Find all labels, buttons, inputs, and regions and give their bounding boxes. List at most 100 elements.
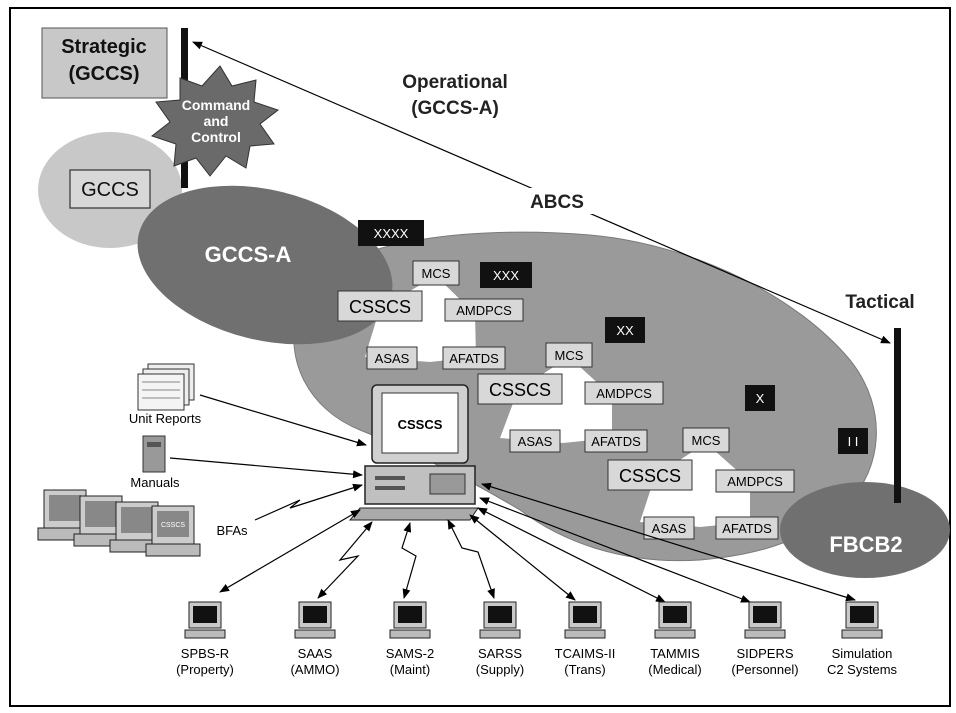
system-terminal: TAMMIS(Medical) (648, 601, 702, 677)
echelon-label: XX (616, 323, 634, 338)
manuals-label: Manuals (130, 475, 180, 490)
amdpcs-label: AMDPCS (596, 386, 652, 401)
saas-link (317, 521, 373, 599)
operational-sublabel: (GCCS-A) (411, 98, 499, 119)
echelon-label: XXX (493, 268, 519, 283)
amdpcs-box (444, 298, 524, 322)
terminal-screen (488, 606, 512, 623)
unit-reports-icon (137, 363, 195, 411)
terminal-keyboard (654, 629, 696, 639)
bfas-link (254, 483, 363, 521)
system-terminal: SIDPERS(Personnel) (731, 601, 799, 677)
mcs-label: MCS (555, 348, 584, 363)
echelon-label: X (756, 391, 765, 406)
afatds-box (584, 429, 648, 453)
asas-label: ASAS (375, 351, 410, 366)
system-sub-label: (Supply) (476, 662, 524, 677)
terminal-screen (303, 606, 327, 623)
fbcb2-ellipse (780, 482, 950, 578)
terminal-keyboard (564, 629, 606, 639)
bfa-computers-icon (37, 489, 201, 557)
terminal-screen (398, 606, 422, 623)
amdpcs-label: AMDPCS (456, 303, 512, 318)
and-label: and (204, 113, 229, 129)
cssc-box (337, 290, 423, 322)
terminal-screen (573, 606, 597, 623)
afatds-label: AFATDS (591, 434, 641, 449)
system-sub-label: (AMMO) (290, 662, 339, 677)
system-name-label: SIDPERS (736, 646, 793, 661)
sams-2-link (401, 522, 417, 599)
gccs-box (69, 169, 151, 209)
cssc-label: CSSCS (619, 466, 681, 486)
computer-screen-label: CSSCS (398, 417, 443, 432)
asas-label: ASAS (518, 434, 553, 449)
manuals-arrow (169, 457, 363, 479)
amdpcs-box (584, 381, 664, 405)
asas-box (509, 429, 561, 453)
cssc-box (477, 373, 563, 405)
afatds-label: AFATDS (722, 521, 772, 536)
system-sub-label: (Personnel) (731, 662, 798, 677)
cssc-label: CSSCS (349, 297, 411, 317)
system-terminal: SARSS(Supply) (476, 601, 524, 677)
terminal-keyboard (294, 629, 336, 639)
cssc-computer-icon (348, 384, 479, 521)
mcs-box (682, 427, 730, 453)
mcs-label: MCS (692, 433, 721, 448)
sarss-link (447, 519, 495, 599)
terminal-keyboard (744, 629, 786, 639)
fbcb2-label: FBCB2 (829, 532, 902, 557)
echelon-badge (605, 317, 645, 343)
terminal-screen (193, 606, 217, 623)
system-terminal: SAMS-2(Maint) (386, 601, 434, 677)
terminal-keyboard (841, 629, 883, 639)
mcs-box (412, 260, 460, 286)
echelon-badge (838, 428, 868, 454)
control-label: Control (191, 129, 241, 145)
bfa-screen-label: CSSCS (161, 522, 185, 529)
echelon-badge (480, 262, 532, 288)
system-name-label: SAAS (298, 646, 333, 661)
system-name-label: SPBS-R (181, 646, 229, 661)
system-terminal: TCAIMS-II(Trans) (555, 601, 615, 677)
strategic-sublabel: (GCCS) (68, 63, 139, 85)
tactical-bar (894, 328, 901, 503)
strategic-label: Strategic (61, 36, 147, 58)
system-name-label: TAMMIS (650, 646, 700, 661)
system-sub-label: (Trans) (564, 662, 605, 677)
amdpcs-label: AMDPCS (727, 474, 783, 489)
command-control-starburst (150, 65, 280, 177)
systems-row: SPBS-R(Property)SAAS(AMMO)SAMS-2(Maint)S… (176, 601, 898, 677)
tactical-label: Tactical (845, 292, 914, 313)
echelon-badge (745, 385, 775, 411)
system-name-label: SARSS (478, 646, 522, 661)
system-sub-label: (Property) (176, 662, 234, 677)
echelon-badge (358, 220, 424, 246)
terminal-screen (753, 606, 777, 623)
echelon-label: XXXX (374, 226, 409, 241)
afatds-label: AFATDS (449, 351, 499, 366)
terminal-keyboard (184, 629, 226, 639)
system-name-label: Simulation (832, 646, 893, 661)
system-sub-label: (Maint) (390, 662, 430, 677)
unit-reports-arrow (199, 394, 367, 447)
mcs-label: MCS (422, 266, 451, 281)
command-label: Command (182, 97, 250, 113)
system-name-label: SAMS-2 (386, 646, 434, 661)
operational-label: Operational (402, 72, 508, 93)
mcs-box (545, 342, 593, 368)
strategic-box (41, 27, 168, 99)
system-sub-label: C2 Systems (827, 662, 898, 677)
terminal-keyboard (479, 629, 521, 639)
abcs-label: ABCS (530, 192, 584, 213)
terminal-keyboard (389, 629, 431, 639)
terminal-screen (850, 606, 874, 623)
gccs-a-label: GCCS-A (205, 242, 292, 267)
asas-label: ASAS (652, 521, 687, 536)
terminal-screen (663, 606, 687, 623)
system-terminal: SAAS(AMMO) (290, 601, 340, 677)
system-sub-label: (Medical) (648, 662, 701, 677)
gccs-label: GCCS (81, 179, 139, 201)
